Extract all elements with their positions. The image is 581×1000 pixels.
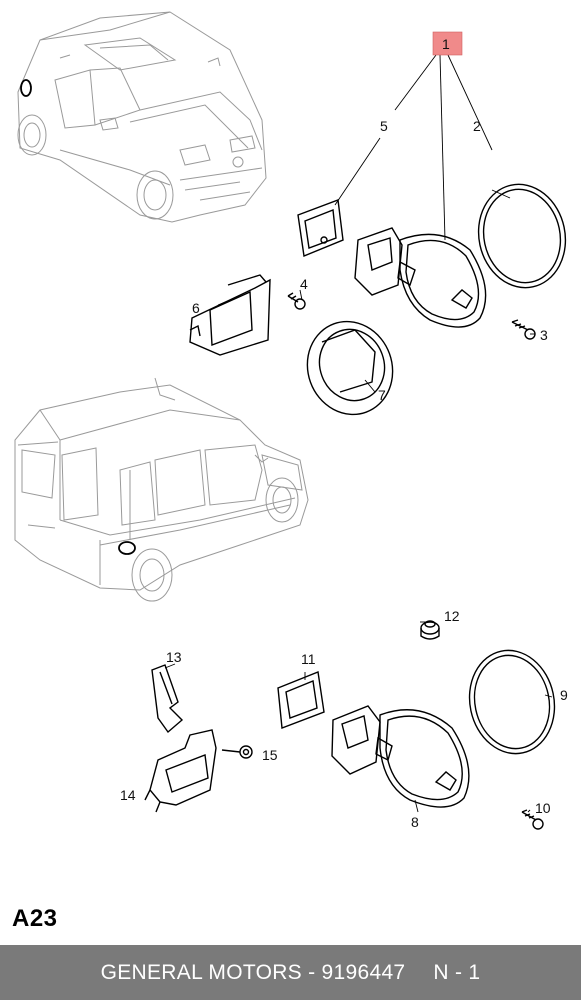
- part-2-seal-ring[interactable]: [469, 176, 575, 296]
- callout-10[interactable]: 10: [535, 800, 551, 816]
- van-illustration: [14, 377, 309, 602]
- footer-separator: -: [301, 960, 322, 984]
- fuel-flap-location-marker-top: [20, 79, 32, 97]
- callout-13[interactable]: 13: [166, 649, 182, 665]
- callout-8[interactable]: 8: [411, 814, 419, 830]
- callout-6[interactable]: 6: [192, 300, 200, 316]
- callout-5[interactable]: 5: [380, 118, 388, 134]
- part-4-screw[interactable]: [287, 292, 306, 310]
- callout-12[interactable]: 12: [444, 608, 460, 624]
- part-13-clip[interactable]: [151, 664, 184, 734]
- callout-9[interactable]: 9: [560, 687, 568, 703]
- part-15-screw[interactable]: [221, 745, 253, 759]
- callout-2[interactable]: 2: [473, 118, 481, 134]
- sheet-code: A23: [12, 905, 58, 932]
- part-14-bracket[interactable]: [144, 729, 217, 813]
- footer-bar: GENERAL MOTORS - 9196447 N - 1: [0, 945, 581, 1000]
- footer-part-number: 9196447: [321, 960, 406, 984]
- callout-3[interactable]: 3: [540, 327, 548, 343]
- callout-15[interactable]: 15: [262, 747, 278, 763]
- leader-lines: [164, 54, 553, 813]
- callout-11[interactable]: 11: [301, 651, 316, 667]
- callout-4[interactable]: 4: [300, 276, 308, 292]
- part-8-fuel-filler-door[interactable]: [331, 705, 470, 808]
- part-11-bezel-frame[interactable]: [277, 671, 325, 729]
- callout-1[interactable]: 1: [442, 36, 450, 52]
- hatchback-car-illustration: [17, 11, 267, 223]
- callout-1-highlight: [432, 31, 463, 56]
- part-1-fuel-filler-door[interactable]: [354, 227, 487, 328]
- footer-brand: GENERAL MOTORS: [100, 960, 302, 984]
- footer-quantity: N - 1: [433, 960, 481, 984]
- callout-7[interactable]: 7: [378, 387, 386, 403]
- parts-diagram: 1 2 3 4 5 6 7 8 9 10 11 12 13 14 15: [14, 11, 575, 830]
- part-12-cap[interactable]: [420, 620, 440, 640]
- part-9-seal-ring[interactable]: [460, 642, 564, 761]
- part-10-screw[interactable]: [521, 809, 544, 830]
- part-7-housing-pot[interactable]: [294, 309, 405, 426]
- part-6-bracket[interactable]: [189, 274, 271, 356]
- callout-14[interactable]: 14: [120, 787, 136, 803]
- part-3-screw[interactable]: [511, 319, 536, 340]
- fuel-flap-location-marker-van: [118, 541, 136, 555]
- part-5-bezel-frame[interactable]: [297, 199, 344, 257]
